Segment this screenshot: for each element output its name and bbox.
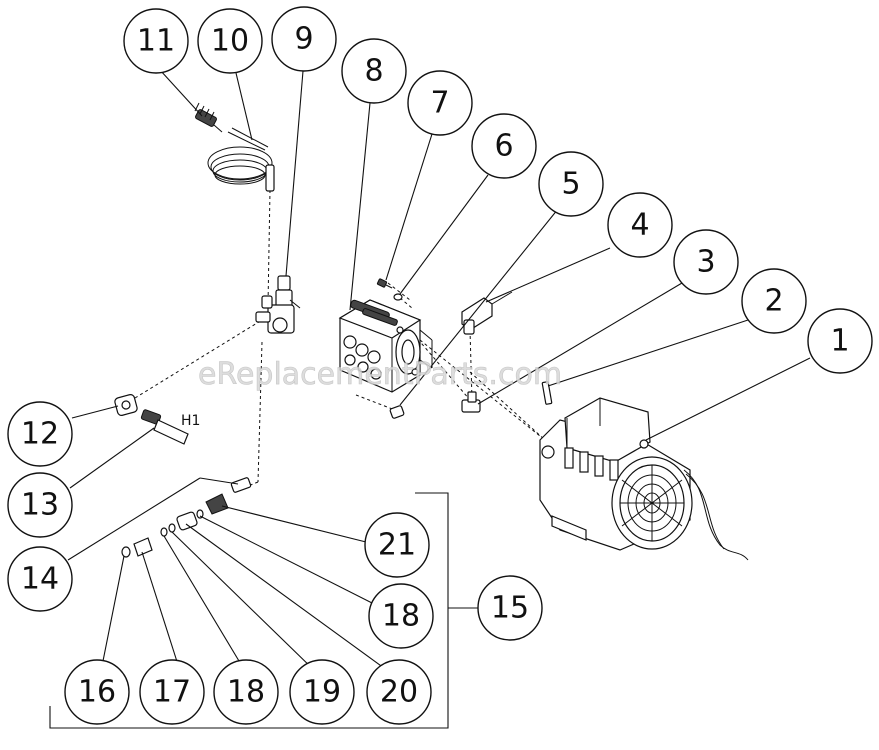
callout-4-label: 4 [630,208,649,243]
callout-9-label: 9 [294,22,313,57]
callout-18-right: 18 [368,583,434,649]
assembly-dashed-lines [134,189,546,487]
callout-12-label: 12 [21,417,59,452]
callout-13-label: 13 [21,488,59,523]
callout-21-label: 21 [378,528,416,563]
callout-5: 5 [538,151,604,217]
part-2-key [541,381,553,405]
callout-17-label: 17 [153,675,191,710]
callout-4: 4 [607,192,673,258]
part-13-inlet-fitting [140,409,189,445]
callout-19-label: 19 [303,675,341,710]
part-1-motor [539,397,749,561]
callout-10-label: 10 [211,24,249,59]
callout-6: 6 [471,113,537,179]
callout-11-label: 11 [137,24,175,59]
callout-14: 14 [7,546,73,612]
callout-3: 3 [673,229,739,295]
part-14-nipple [230,477,252,493]
callout-1: 1 [807,308,873,374]
callout-14-label: 14 [21,562,59,597]
callout-15: 15 [477,575,543,641]
callout-2-label: 2 [764,284,783,319]
callout-19: 19 [289,659,355,725]
part-7-bolt [376,278,393,289]
part-11-hose-fitting [194,102,223,133]
part-3-small-elbow [461,391,481,413]
callout-1-label: 1 [830,324,849,359]
part-5-plug [389,405,405,419]
part-4-elbow-fitting [461,291,513,335]
callout-13: 13 [7,472,73,538]
part-10-coiled-hose [207,127,275,192]
callout-9: 9 [271,6,337,72]
callout-18-bottom-label: 18 [227,675,265,710]
callout-20-label: 20 [380,675,418,710]
callout-17: 17 [139,659,205,725]
callout-8: 8 [341,38,407,104]
part-12-elbow [114,394,138,416]
callout-11: 11 [123,8,189,74]
part-9-unloader-valve [255,275,301,334]
part-8-pump [338,299,433,393]
callout-2: 2 [741,268,807,334]
callout-15-label: 15 [491,591,529,626]
callout-21: 21 [364,512,430,578]
callout-7-label: 7 [430,86,449,121]
nozzle-assembly-parts [121,493,229,558]
callout-6-label: 6 [494,129,513,164]
callout-3-label: 3 [696,245,715,280]
callout-8-label: 8 [364,54,383,89]
callout-10: 10 [197,8,263,74]
part-label-h1: H1 [181,413,200,429]
callout-18-bottom: 18 [213,659,279,725]
watermark-text: eReplacementParts.com [198,357,562,392]
callout-18-right-label: 18 [382,599,420,634]
callout-16: 16 [64,659,130,725]
leader-lines [49,69,811,729]
part-6-washer [393,293,403,301]
callout-16-label: 16 [78,675,116,710]
callout-7: 7 [407,70,473,136]
callout-20: 20 [366,659,432,725]
callout-5-label: 5 [561,167,580,202]
callout-12: 12 [7,401,73,467]
